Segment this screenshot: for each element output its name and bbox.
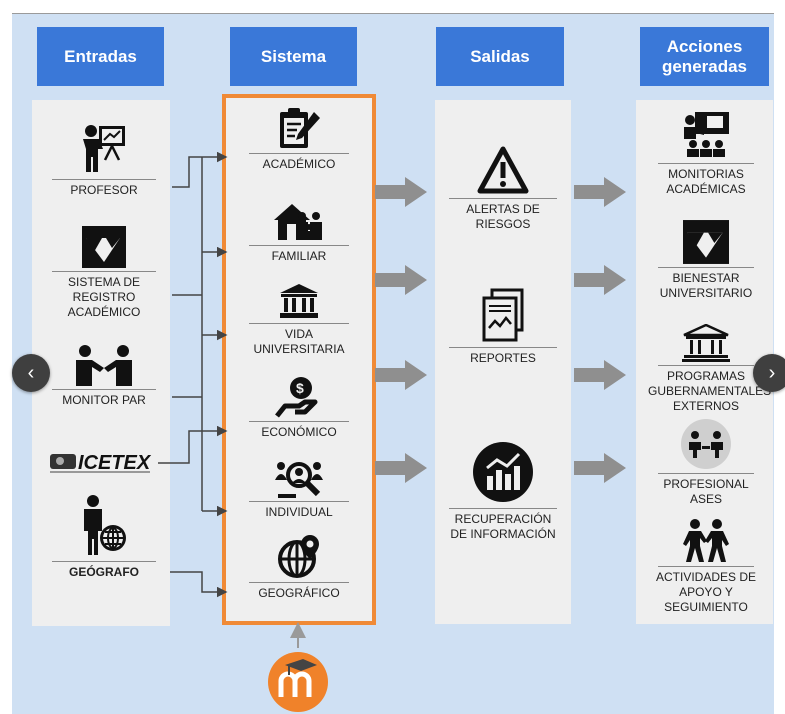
report-document-icon xyxy=(482,288,524,342)
accion-programas: PROGRAMAS GUBERNAMENTALES EXTERNOS xyxy=(648,324,772,414)
accion-bienestar: BIENESTAR UNIVERSITARIO xyxy=(658,220,754,301)
teacher-board-icon xyxy=(83,125,125,172)
diagram-canvas: Entradas Sistema Salidas Acciones genera… xyxy=(12,13,774,714)
header-entradas: Entradas xyxy=(37,27,164,86)
entrada-registro: SISTEMA DE REGISTRO ACADÉMICO xyxy=(52,226,156,320)
header-sistema: Sistema xyxy=(230,27,357,86)
geographer-icon xyxy=(84,495,126,555)
warning-triangle-icon xyxy=(477,146,529,194)
icetex-logo: ICETEX xyxy=(50,452,152,474)
entrada-icetex: ICETEX xyxy=(46,448,158,476)
sistema-economico: $ ECONÓMICO xyxy=(249,376,349,440)
entrada-label: PROFESOR xyxy=(70,183,138,197)
money-hand-icon: $ xyxy=(275,377,318,418)
entrada-monitor-par: MONITOR PAR xyxy=(52,344,156,408)
flow-arrow xyxy=(574,177,626,207)
entrada-geografo: GEÓGRAFO xyxy=(52,494,156,580)
panel-acciones xyxy=(636,100,773,624)
chevron-right-icon: › xyxy=(768,361,776,384)
registro-logo-icon xyxy=(683,220,729,264)
counseling-icon xyxy=(681,419,731,469)
sistema-vida-universitaria: VIDA UNIVERSITARIA xyxy=(249,284,349,357)
flow-arrow xyxy=(375,453,427,483)
person-search-icon xyxy=(275,462,323,498)
entrada-label: GEÓGRAFO xyxy=(68,565,139,579)
panel-salidas xyxy=(435,100,571,624)
accion-label: PROGRAMAS GUBERNAMENTALES EXTERNOS xyxy=(648,369,772,413)
sistema-familiar: FAMILIAR xyxy=(249,200,349,264)
salida-alertas: ALERTAS DE RIESGOS xyxy=(449,145,557,232)
salida-label: ALERTAS DE RIESGOS xyxy=(466,202,540,231)
two-people-icon xyxy=(683,519,729,562)
flow-arrow xyxy=(574,360,626,390)
carousel-next-button[interactable]: › xyxy=(753,354,785,392)
sistema-label: GEOGRÁFICO xyxy=(258,586,340,600)
salida-label: REPORTES xyxy=(470,351,536,365)
university-building-icon xyxy=(280,284,318,318)
header-salidas: Salidas xyxy=(436,27,564,86)
sistema-label: ACADÉMICO xyxy=(262,157,336,171)
accion-monitorias: MONITORIAS ACADÉMICAS xyxy=(658,112,754,197)
entrada-label: MONITOR PAR xyxy=(62,393,146,407)
sistema-geografico: GEOGRÁFICO xyxy=(249,535,349,601)
accion-label: ACTIVIDADES DE APOYO Y SEGUIMIENTO xyxy=(655,570,757,614)
globe-pin-icon xyxy=(278,535,319,578)
chevron-left-icon: ‹ xyxy=(27,361,35,384)
entrada-profesor: PROFESOR xyxy=(52,124,156,198)
flow-arrow xyxy=(375,360,427,390)
flow-arrow xyxy=(375,265,427,295)
connector-lines xyxy=(158,151,306,648)
analytics-circle-icon xyxy=(473,442,533,502)
carousel-prev-button[interactable]: ‹ xyxy=(12,354,50,392)
class-presentation-icon xyxy=(684,112,729,157)
entrada-label: SISTEMA DE REGISTRO ACADÉMICO xyxy=(67,275,141,319)
header-acciones: Acciones generadas xyxy=(640,27,769,86)
salida-recuperacion: RECUPERACIÓN DE INFORMACIÓN xyxy=(444,440,562,542)
flow-arrow xyxy=(375,177,427,207)
salida-reportes: REPORTES xyxy=(449,288,557,366)
sistema-label: FAMILIAR xyxy=(271,249,327,263)
svg-text:$: $ xyxy=(296,380,304,396)
sistema-label: VIDA UNIVERSITARIA xyxy=(253,327,345,356)
sistema-academico: ACADÉMICO xyxy=(249,106,349,172)
svg-text:ICETEX: ICETEX xyxy=(78,452,152,474)
handshake-icon xyxy=(76,345,132,386)
family-house-icon xyxy=(274,204,322,240)
flow-arrow xyxy=(574,265,626,295)
sistema-individual: INDIVIDUAL xyxy=(249,458,349,520)
accion-label: PROFESIONAL ASES xyxy=(663,477,749,506)
moodle-logo xyxy=(268,652,328,712)
accion-profesional-ases: PROFESIONAL ASES xyxy=(658,418,754,507)
registro-logo-icon xyxy=(82,226,126,268)
sistema-label: INDIVIDUAL xyxy=(265,505,333,519)
flow-arrow xyxy=(574,453,626,483)
sistema-label: ECONÓMICO xyxy=(261,425,337,439)
government-building-icon xyxy=(682,324,730,362)
accion-label: MONITORIAS ACADÉMICAS xyxy=(666,167,746,196)
panel-sistema xyxy=(222,94,376,625)
clipboard-pen-icon xyxy=(280,108,320,148)
accion-label: BIENESTAR UNIVERSITARIO xyxy=(659,271,753,300)
accion-actividades: ACTIVIDADES DE APOYO Y SEGUIMIENTO xyxy=(652,519,760,615)
salida-label: RECUPERACIÓN DE INFORMACIÓN xyxy=(450,512,556,541)
